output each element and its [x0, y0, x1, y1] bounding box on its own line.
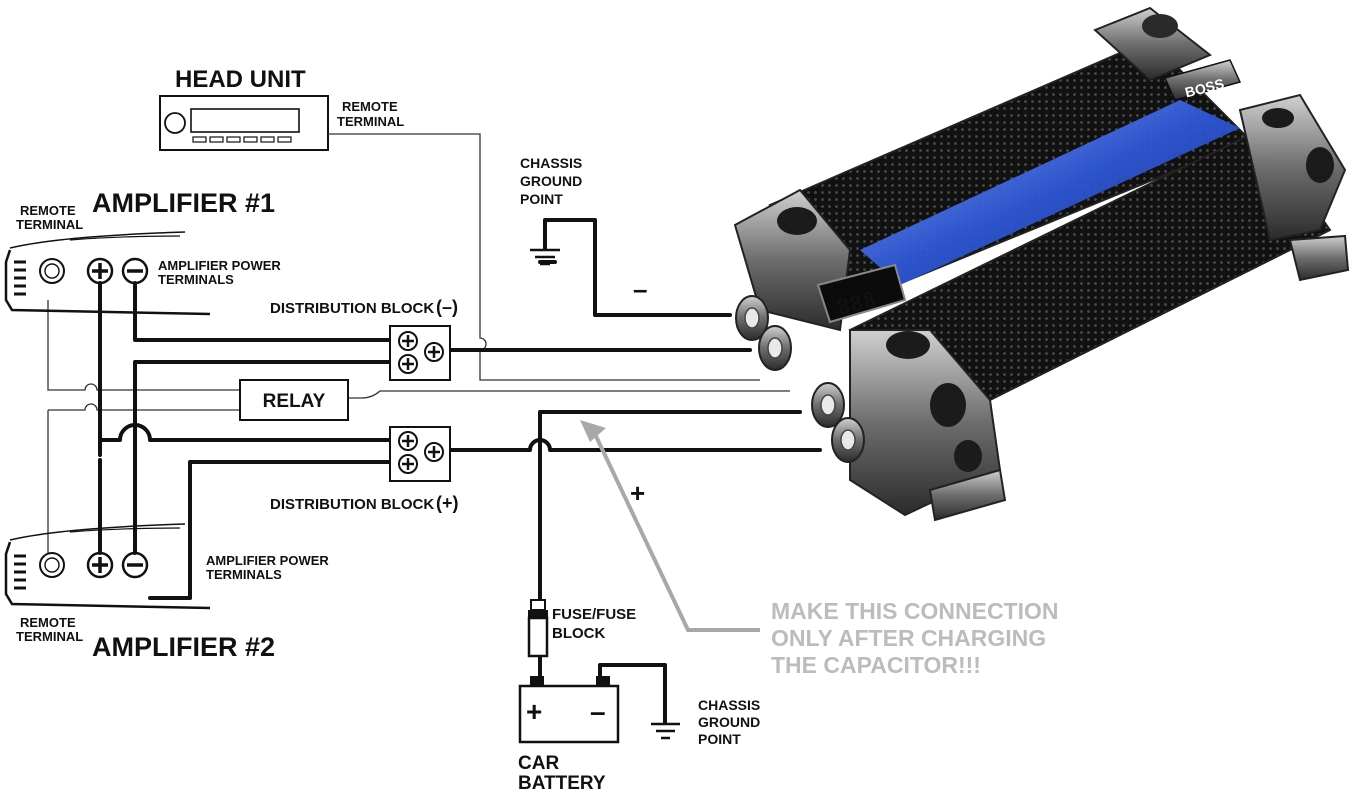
arrow-icon [580, 420, 606, 442]
chassis-ground-bottom-label: CHASSIS GROUND POINT [698, 697, 764, 747]
warning-note: MAKE THIS CONNECTION ONLY AFTER CHARGING… [771, 598, 1065, 678]
amplifier-2: AMPLIFIER POWER TERMINALS REMOTE TERMINA… [4, 523, 332, 662]
ground-icon [530, 248, 560, 266]
amplifier-2-power-label: AMPLIFIER POWER TERMINALS [206, 553, 332, 582]
distribution-block-negative: DISTRIBUTION BLOCK (–) [270, 297, 458, 381]
relay-label: RELAY [263, 391, 326, 412]
distribution-block-negative-sign: (–) [436, 297, 458, 317]
amplifier-2-remote-label: REMOTE TERMINAL [16, 615, 83, 644]
head-unit: HEAD UNIT REMOTE TERMINAL [159, 66, 404, 151]
amplifier-1-title: AMPLIFIER #1 [92, 188, 275, 218]
amplifier-1: AMPLIFIER #1 REMOTE TERMINAL AMPLIFIER P… [4, 188, 284, 316]
head-unit-remote-label: REMOTE TERMINAL [337, 99, 404, 129]
capacitor-glow-channel [860, 100, 1240, 285]
distribution-block-positive-sign: (+) [436, 493, 459, 513]
head-unit-title: HEAD UNIT [175, 66, 306, 93]
power-wires [98, 260, 822, 682]
capacitor-terminals [735, 295, 865, 463]
capacitor-display [816, 263, 907, 324]
battery-positive-sign: + [526, 696, 542, 727]
car-battery: + – CAR BATTERY CHASSIS GROUND POINT [518, 663, 764, 794]
fuse-label: FUSE/FUSE BLOCK [552, 606, 640, 642]
distribution-block-positive: DISTRIBUTION BLOCK (+) [270, 426, 459, 513]
head-unit-display [190, 108, 300, 133]
relay: RELAY [239, 379, 349, 421]
amplifier-2-remote-terminal-icon [39, 552, 65, 578]
chassis-ground-top-label: CHASSIS GROUND POINT [520, 155, 586, 207]
distribution-block-negative-label: DISTRIBUTION BLOCK [270, 300, 434, 317]
capacitor-positive-sign: + [630, 478, 645, 508]
distribution-block-positive-label: DISTRIBUTION BLOCK [270, 496, 434, 513]
head-unit-buttons [192, 136, 292, 143]
ground-icon [651, 722, 680, 740]
battery-negative-sign: – [590, 696, 606, 727]
warning-callout: MAKE THIS CONNECTION ONLY AFTER CHARGING… [580, 420, 1065, 678]
capacitor: BOSS 888 [733, 6, 1350, 522]
capacitor-negative-sign: – [633, 274, 647, 304]
amplifier-1-remote-label: REMOTE TERMINAL [16, 203, 83, 232]
amplifier-2-title: AMPLIFIER #2 [92, 632, 275, 662]
capacitor-badge [1163, 59, 1242, 101]
head-unit-knob-icon [164, 112, 186, 134]
amplifier-1-power-label: AMPLIFIER POWER TERMINALS [158, 258, 284, 287]
amplifier-1-remote-terminal-icon [39, 258, 65, 284]
battery-label: CAR BATTERY [518, 753, 606, 794]
fuse: FUSE/FUSE BLOCK [527, 599, 640, 658]
chassis-ground-top: CHASSIS GROUND POINT – + [520, 155, 732, 508]
